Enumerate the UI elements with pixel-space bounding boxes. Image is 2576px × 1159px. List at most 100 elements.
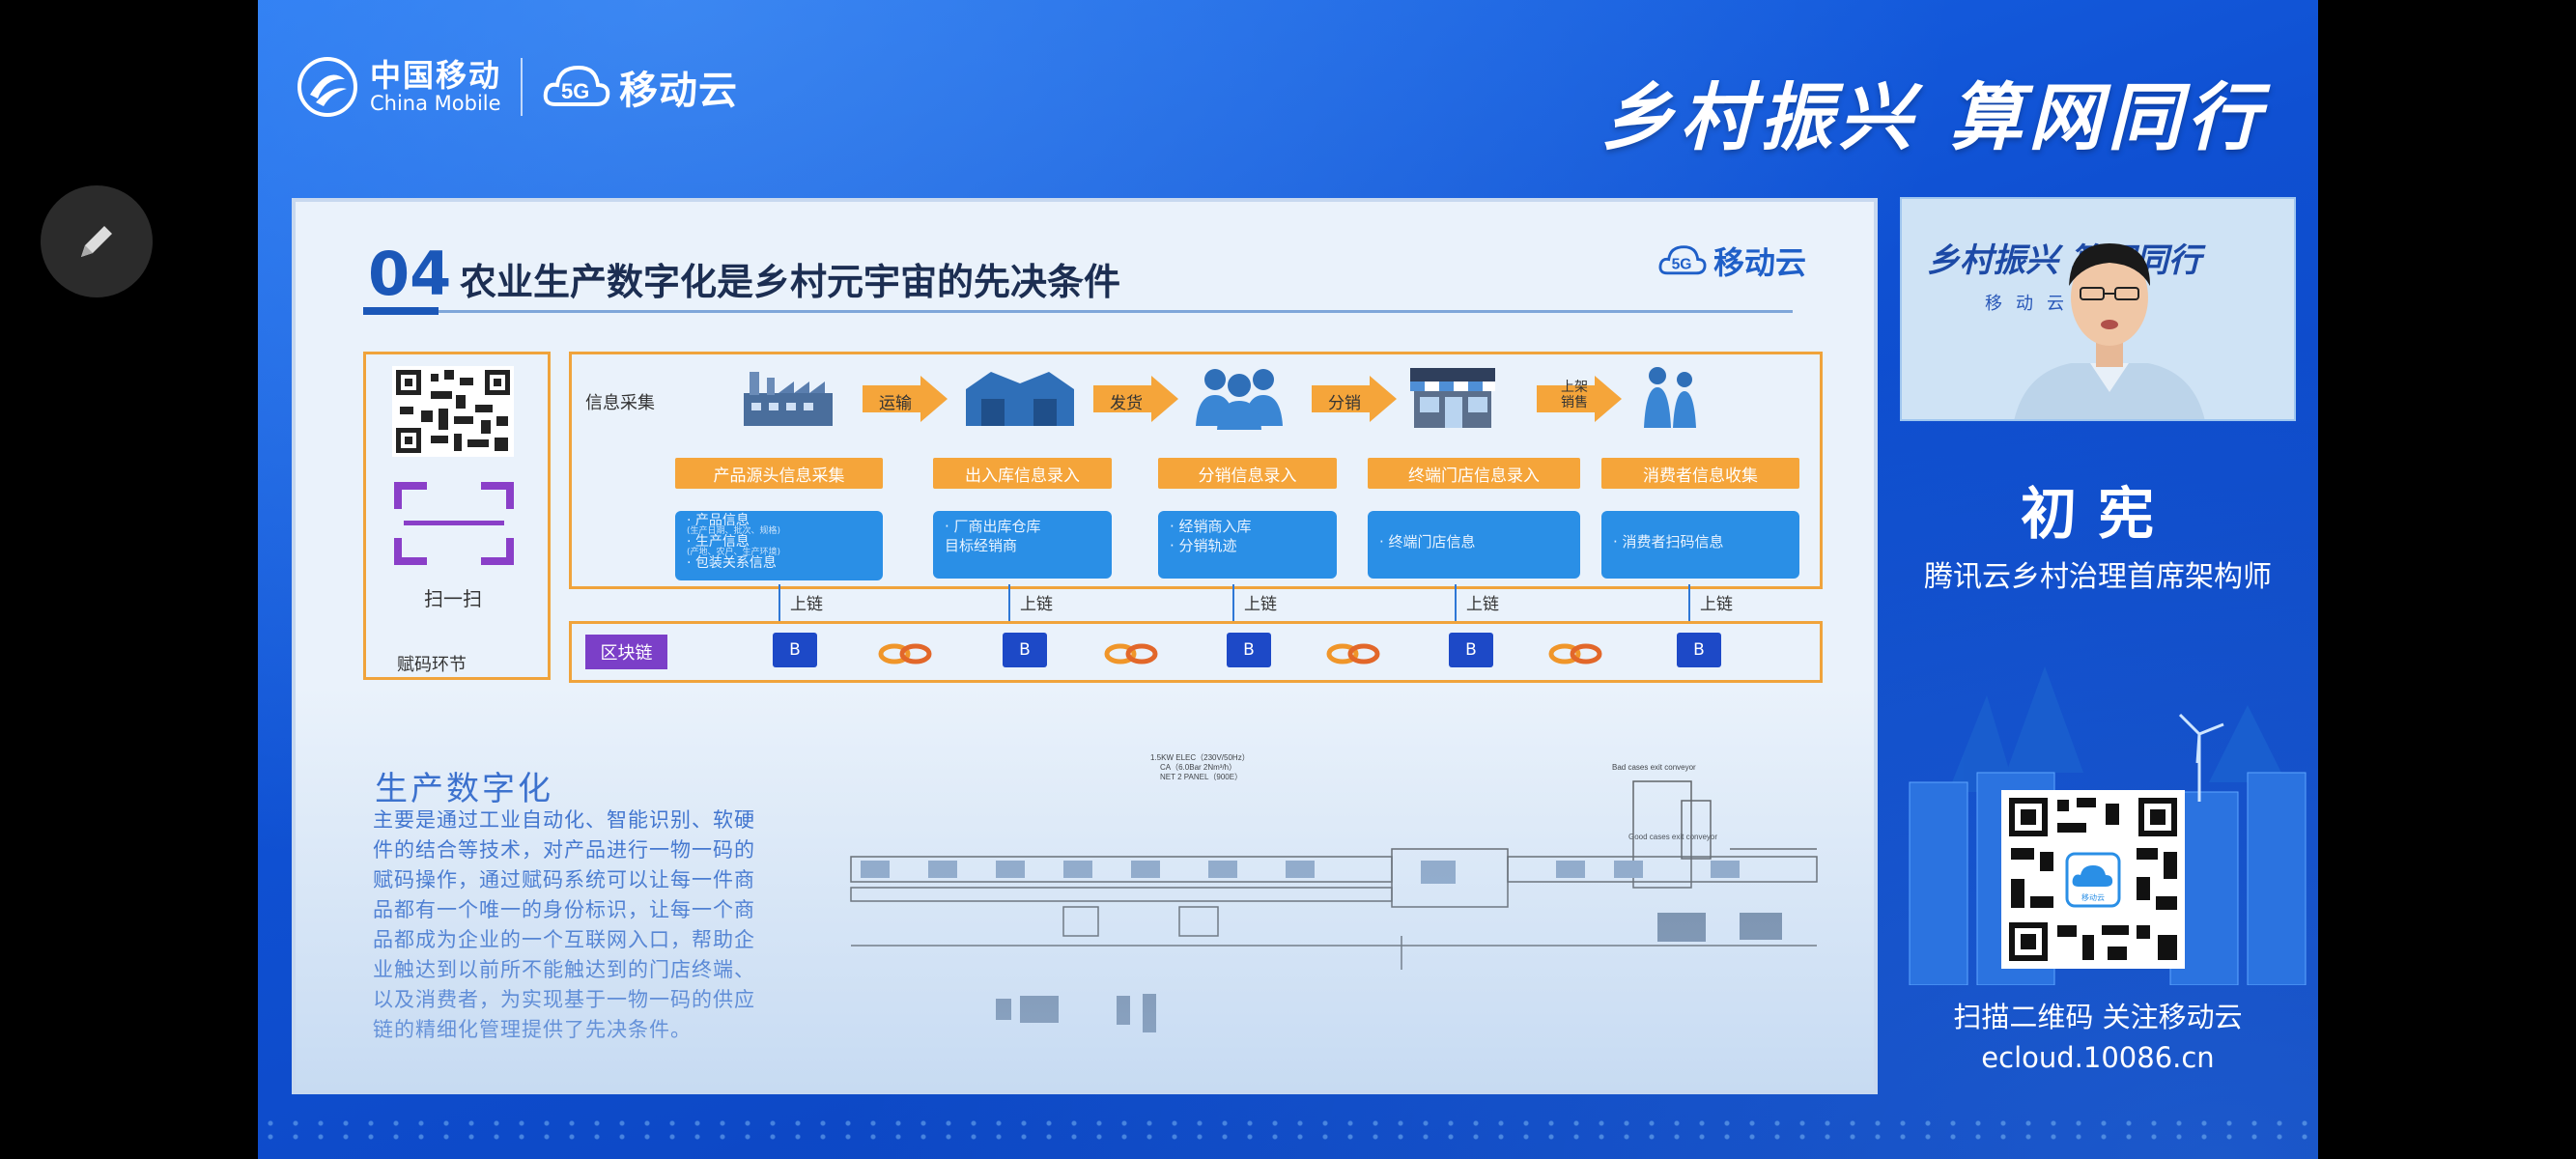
- annotation-pen-button[interactable]: [41, 185, 153, 297]
- people-icon: [1196, 369, 1283, 430]
- block-node: B: [1003, 633, 1047, 667]
- production-title: 生产数字化: [375, 770, 553, 808]
- warehouse-icon: [966, 372, 1074, 426]
- stage-bar-source: 产品源头信息采集: [675, 458, 883, 489]
- speaker-figure: [2014, 243, 2205, 419]
- speaker-name: 初宪: [2020, 481, 2175, 547]
- china-mobile-logo-icon: [297, 57, 357, 117]
- slide-logo: 5G 移动云: [1657, 239, 1806, 283]
- qr-code-icon: 移动云: [2001, 790, 2185, 969]
- svg-text:NET 2 PANEL（900E）: NET 2 PANEL（900E）: [1160, 773, 1242, 781]
- block-node: B: [1227, 633, 1271, 667]
- stage-content-warehouse: · 厂商出库仓库 目标经销商: [933, 511, 1112, 579]
- arrow-label-transport: 运输: [879, 394, 912, 413]
- content-line: · 消费者扫码信息: [1613, 533, 1724, 551]
- stage-content-consumer: · 消费者扫码信息: [1601, 511, 1799, 579]
- slide-number: 04: [368, 239, 452, 309]
- arrow-label-shelf-sale: 上架 销售: [1561, 380, 1588, 410]
- cloud-logo: 5G 移动云: [542, 59, 738, 115]
- wind-turbine-icon: [2178, 713, 2224, 802]
- blockchain-tag: 区块链: [585, 635, 667, 669]
- content-line: · 厂商出库仓库: [945, 518, 1041, 535]
- stage-content-distribution: · 经销商入库 · 分销轨迹: [1158, 511, 1337, 579]
- header-logos: 中国移动 China Mobile 5G 移动云: [297, 56, 738, 118]
- production-line-diagram: 1.5KW ELEC（230V/50Hz） CA（6.0Bar 2Nm³/h） …: [850, 753, 1818, 1032]
- chain-connector: [1688, 584, 1690, 623]
- brand-cn: 中国移动: [370, 56, 502, 94]
- svg-text:5G: 5G: [561, 79, 589, 103]
- chain-up-label: 上链: [1700, 595, 1733, 614]
- video-slogan: 乡村振兴 算网同行: [1927, 241, 2201, 280]
- stage-content-store: · 终端门店信息: [1368, 511, 1580, 579]
- flow-arrow-1: [863, 376, 948, 422]
- speaker-video[interactable]: 乡村振兴 算网同行 移动云沙龙: [1900, 197, 2296, 421]
- svg-text:Good cases exit conveyor: Good cases exit conveyor: [1628, 833, 1717, 841]
- cloud-5g-icon: 5G: [1658, 245, 1707, 275]
- chain-up-label: 上链: [790, 595, 823, 614]
- info-flow-panel: [569, 352, 1823, 589]
- decorative-dots: [258, 1117, 2318, 1145]
- content-line: · 生产信息: [687, 534, 750, 550]
- coding-label: 赋码环节: [397, 655, 467, 675]
- presentation-stage: 中国移动 China Mobile 5G 移动云 乡村振兴 算网同行 04 农业…: [258, 0, 2318, 1159]
- block-node: B: [1449, 633, 1493, 667]
- brand-en: China Mobile: [370, 92, 501, 116]
- website-url[interactable]: ecloud.10086.cn: [1981, 1041, 2215, 1074]
- chain-link-icon: [878, 643, 932, 664]
- flow-arrow-3: [1312, 376, 1397, 422]
- svg-text:移动云: 移动云: [2081, 892, 2105, 902]
- content-line: · 终端门店信息: [1379, 533, 1476, 551]
- content-line: · 经销商入库: [1170, 518, 1252, 535]
- chain-connector: [1232, 584, 1234, 623]
- chain-link-icon: [1326, 643, 1380, 664]
- chain-up-label: 上链: [1466, 595, 1499, 614]
- svg-text:1.5KW ELEC（230V/50Hz）: 1.5KW ELEC（230V/50Hz）: [1150, 753, 1250, 762]
- svg-text:5G: 5G: [1672, 257, 1692, 273]
- coding-panel: [363, 352, 551, 680]
- stage-content-source: · 产品信息 (生产日期、批次、规格) · 生产信息 (产地、农户、生产环境) …: [675, 511, 883, 580]
- content-line: · 产品信息: [687, 513, 750, 528]
- chain-connector: [1455, 584, 1457, 623]
- block-node: B: [1677, 633, 1721, 667]
- blockchain-panel: [569, 621, 1823, 683]
- speaker-title: 腾讯云乡村治理首席架构师: [1924, 560, 2272, 594]
- cloud-name: 移动云: [619, 69, 739, 113]
- chain-up-label: 上链: [1020, 595, 1053, 614]
- slide-logo-text: 移动云: [1713, 244, 1807, 281]
- svg-text:Bad cases exit conveyor: Bad cases exit conveyor: [1612, 763, 1696, 772]
- stage-bar-store: 终端门店信息录入: [1368, 458, 1580, 489]
- chain-link-icon: [1548, 643, 1602, 664]
- stage-bar-distribution: 分销信息录入: [1158, 458, 1337, 489]
- block-node: B: [773, 633, 817, 667]
- content-line: · 分销轨迹: [1170, 537, 1237, 554]
- content-line: (生产日期、批次、规格): [687, 526, 781, 536]
- title-underline: [363, 307, 1793, 315]
- stage-bar-consumer: 消费者信息收集: [1601, 458, 1799, 489]
- chain-connector: [1008, 584, 1010, 623]
- content-line: (产地、农户、生产环境): [687, 548, 781, 557]
- chain-link-icon: [1104, 643, 1158, 664]
- production-body: 主要是通过工业自动化、智能识别、软硬件的结合等技术，对产品进行一物一码的赋码操作…: [373, 808, 755, 1041]
- edit-icon: [81, 226, 112, 257]
- scan-frame-icon: [394, 482, 514, 565]
- chain-up-label: 上链: [1244, 595, 1277, 614]
- stage-bar-warehouse: 出入库信息录入: [933, 458, 1112, 489]
- slide-title: 农业生产数字化是乡村元宇宙的先决条件: [460, 261, 1121, 303]
- arrow-label-distribute: 分销: [1328, 394, 1361, 413]
- scan-follow-text: 扫描二维码 关注移动云: [1953, 1001, 2243, 1033]
- follow-qr-code[interactable]: 移动云: [2001, 790, 2185, 969]
- storefront-icon: [1410, 368, 1495, 428]
- cloud-5g-icon: 5G: [543, 65, 610, 106]
- logo-divider: [521, 58, 524, 116]
- event-slogan: 乡村振兴 算网同行: [1600, 74, 2266, 160]
- svg-text:CA（6.0Bar 2Nm³/h）: CA（6.0Bar 2Nm³/h）: [1160, 763, 1236, 772]
- scan-label: 扫一扫: [424, 587, 482, 610]
- flow-arrow-4: [1537, 376, 1622, 422]
- family-icon: [1644, 367, 1696, 428]
- factory-icon: [744, 372, 833, 426]
- info-collection-label: 信息采集: [585, 393, 655, 413]
- shared-slide: 04 农业生产数字化是乡村元宇宙的先决条件 5G 移动云: [292, 198, 1878, 1094]
- chain-connector: [778, 584, 780, 623]
- content-line: · 包装关系信息: [687, 555, 777, 571]
- content-line: 目标经销商: [945, 537, 1018, 554]
